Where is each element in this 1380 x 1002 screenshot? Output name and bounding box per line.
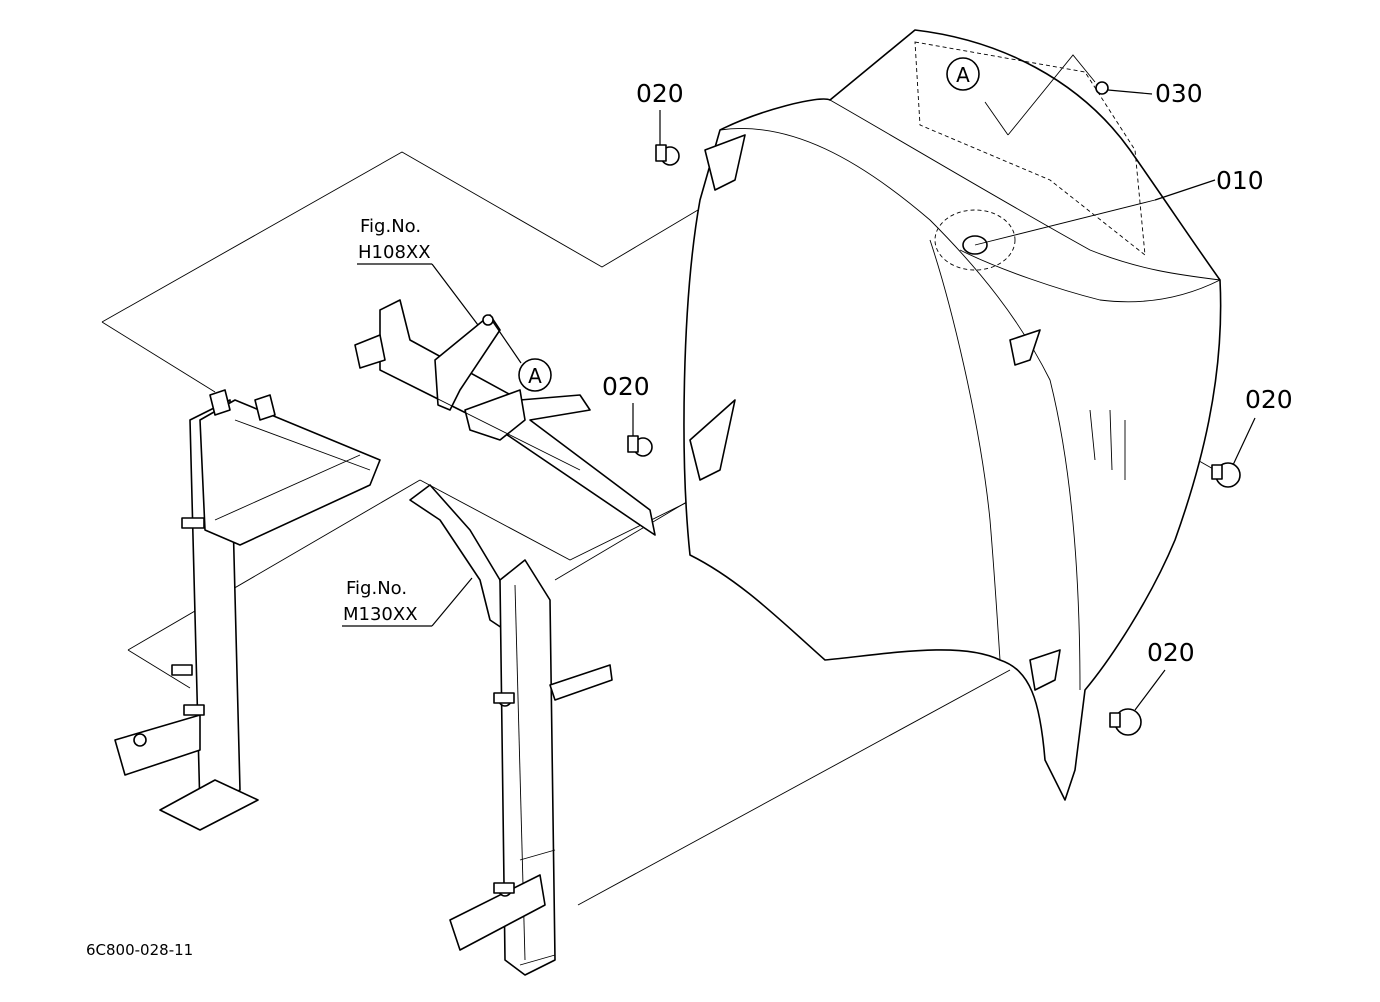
part-number-020-mid: 020 (602, 372, 650, 401)
fig-ref-m130-line1: Fig.No. (346, 578, 407, 599)
bolt-020-right (1211, 462, 1241, 488)
frame-left (114, 389, 381, 831)
center-bracket (354, 299, 656, 536)
leader-lines (342, 54, 1256, 711)
fasteners (171, 81, 1241, 894)
screw-030 (1095, 81, 1109, 95)
bolt-020-upper (655, 144, 680, 166)
part-number-030: 030 (1155, 79, 1203, 108)
drawing-id: 6C800-028-11 (86, 941, 193, 959)
fig-ref-m130-line2: M130XX (343, 604, 418, 625)
fig-ref-h108-line1: Fig.No. (360, 216, 421, 237)
callout-a-lower: A (528, 364, 542, 388)
callout-a-upper: A (956, 63, 970, 87)
callout-circle-a-lower (518, 358, 552, 392)
bolt-020-mid (627, 435, 653, 457)
part-number-020-lower: 020 (1147, 638, 1195, 667)
hood-panel (683, 29, 1222, 801)
part-number-020-right: 020 (1245, 385, 1293, 414)
bolt-020-lower (1109, 708, 1142, 736)
part-number-020-upper: 020 (636, 79, 684, 108)
part-number-010: 010 (1216, 166, 1264, 195)
frame-right (409, 484, 613, 976)
callout-circle-a-upper (946, 57, 980, 91)
stud-bolts (171, 517, 515, 894)
fig-ref-h108-line2: H108XX (358, 242, 431, 263)
